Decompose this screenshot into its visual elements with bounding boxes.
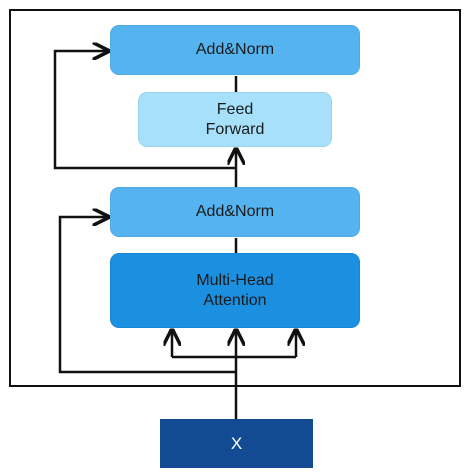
add-norm-bottom-block: Add&Norm bbox=[110, 187, 360, 237]
add-norm-bottom-label: Add&Norm bbox=[195, 203, 275, 220]
feed-forward-label-line-1: Feed bbox=[216, 100, 254, 118]
feed-forward-block: Feed Forward bbox=[138, 92, 332, 147]
residual-arrow-feedforward bbox=[53, 51, 236, 170]
add-norm-top-block: Add&Norm bbox=[110, 25, 360, 75]
add-norm-top-label: Add&Norm bbox=[195, 41, 275, 58]
input-x-label: X bbox=[230, 433, 243, 453]
residual-arrow-attention bbox=[58, 217, 236, 374]
multi-head-attention-block: Multi-Head Attention bbox=[110, 253, 360, 328]
attention-label-line-2: Attention bbox=[203, 291, 267, 309]
feed-forward-label-line-2: Forward bbox=[205, 120, 265, 138]
input-x-block: X bbox=[160, 419, 313, 468]
attention-label-line-1: Multi-Head bbox=[196, 271, 274, 289]
